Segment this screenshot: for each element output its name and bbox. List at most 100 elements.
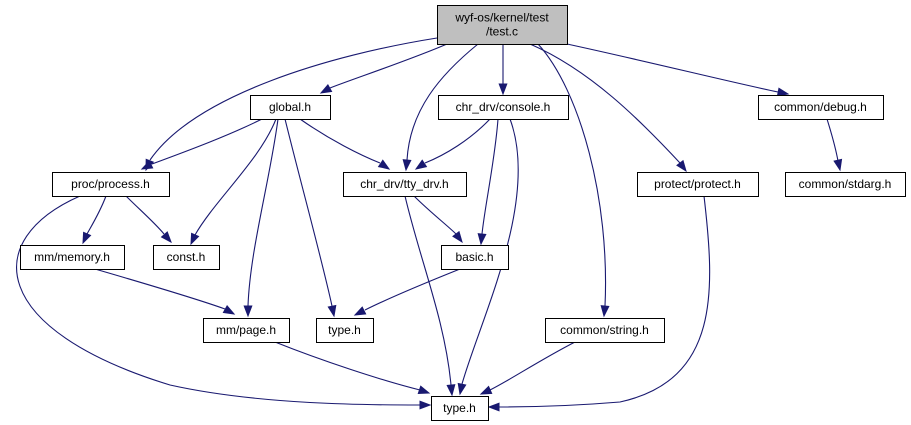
node-box — [438, 95, 569, 120]
edge-line — [404, 195, 452, 386]
node-debug[interactable]: common/debug.h — [758, 95, 884, 120]
edge-root-to-console — [498, 44, 508, 96]
edge-line — [826, 118, 839, 162]
node-label: common/stdarg.h — [799, 177, 892, 191]
edge-line — [194, 118, 277, 236]
arrowhead-icon — [377, 159, 391, 170]
node-label: chr_drv/tty_drv.h — [360, 177, 448, 191]
arrowhead-icon — [82, 231, 92, 245]
arrowhead-icon — [446, 384, 456, 397]
arrowhead-icon — [417, 385, 431, 394]
arrowhead-icon — [319, 83, 333, 94]
arrowhead-icon — [419, 400, 432, 410]
node-label: mm/page.h — [216, 323, 276, 337]
arrowhead-icon — [833, 158, 843, 172]
node-string[interactable]: common/string.h — [545, 318, 665, 343]
node-label: protect/protect.h — [654, 177, 741, 191]
edge-line — [274, 341, 421, 391]
node-label: const.h — [167, 250, 206, 264]
node-label: common/debug.h — [774, 100, 867, 114]
edge-memory-to-page — [94, 268, 236, 315]
node-label: type.h — [443, 401, 476, 415]
edge-line — [481, 118, 499, 235]
node-box — [637, 172, 759, 197]
node-box — [441, 245, 509, 270]
edge-line — [16, 195, 421, 406]
arrowhead-icon — [487, 402, 500, 412]
edge-global-to-process — [140, 118, 263, 170]
arrowhead-icon — [452, 230, 463, 244]
node-label: mm/memory.h — [34, 250, 110, 264]
node-label: /test.c — [486, 25, 518, 39]
node-layer: wyf-os/kernel/test/test.c global.h chr_drv… — [20, 5, 906, 421]
node-label: basic.h — [455, 250, 493, 264]
edge-protect-to-typeB — [487, 195, 711, 412]
edge-root-to-string — [537, 43, 610, 318]
node-label: common/string.h — [560, 323, 649, 337]
node-root[interactable]: wyf-os/kernel/test/test.c — [437, 5, 568, 45]
edge-line — [247, 118, 279, 307]
node-stdarg[interactable]: common/stdarg.h — [785, 172, 906, 197]
node-process[interactable]: proc/process.h — [52, 172, 170, 197]
edge-console-to-tty — [414, 118, 491, 170]
edge-global-to-const — [190, 118, 277, 246]
edge-line — [489, 341, 576, 391]
node-box — [437, 5, 568, 45]
node-label: global.h — [269, 100, 311, 114]
node-const[interactable]: const.h — [153, 245, 220, 270]
arrowhead-icon — [776, 87, 790, 97]
edge-string-to-typeB — [479, 341, 576, 395]
edge-line — [364, 268, 461, 311]
edge-line — [299, 118, 381, 164]
node-box — [153, 245, 220, 270]
edge-page-to-typeB — [274, 341, 431, 394]
edge-root-to-debug — [566, 43, 790, 97]
node-label: wyf-os/kernel/test — [454, 11, 549, 25]
edge-line — [424, 118, 491, 164]
node-page[interactable]: mm/page.h — [203, 318, 290, 343]
node-typeA[interactable]: type.h — [316, 318, 374, 343]
edge-debug-to-stdarg — [826, 118, 843, 172]
arrowhead-icon — [222, 304, 236, 315]
edge-process-to-memory — [82, 195, 107, 245]
node-box — [785, 172, 906, 197]
arrowhead-icon — [676, 159, 687, 173]
edge-line — [406, 43, 479, 161]
edge-line — [529, 43, 681, 164]
node-basic[interactable]: basic.h — [441, 245, 509, 270]
node-label: chr_drv/console.h — [456, 100, 551, 114]
edge-global-to-tty — [299, 118, 391, 170]
node-box — [545, 318, 665, 343]
node-box — [758, 95, 884, 120]
node-console[interactable]: chr_drv/console.h — [438, 95, 569, 120]
node-box — [316, 318, 374, 343]
node-box — [52, 172, 170, 197]
arrowhead-icon — [457, 382, 467, 396]
arrowhead-icon — [600, 305, 610, 318]
edge-line — [149, 37, 438, 161]
edge-line — [413, 195, 457, 235]
edge-line — [151, 118, 263, 165]
arrowhead-icon — [243, 305, 253, 318]
arrowhead-icon — [190, 232, 200, 246]
node-box — [431, 396, 489, 421]
arrowhead-icon — [477, 233, 487, 246]
edge-line — [329, 43, 448, 89]
arrowhead-icon — [479, 385, 493, 395]
edge-tty-to-basic — [413, 195, 463, 244]
node-box — [343, 172, 467, 197]
node-box — [20, 245, 125, 270]
node-box — [203, 318, 290, 343]
node-label: type.h — [328, 323, 361, 337]
node-tty[interactable]: chr_drv/tty_drv.h — [343, 172, 467, 197]
edge-line — [537, 43, 607, 307]
node-protect[interactable]: protect/protect.h — [637, 172, 759, 197]
edge-global-to-page — [243, 118, 279, 318]
edge-line — [94, 268, 226, 310]
node-global[interactable]: global.h — [250, 95, 331, 120]
edge-global-to-typeA — [284, 118, 337, 318]
edge-root-to-tty — [402, 43, 479, 172]
node-memory[interactable]: mm/memory.h — [20, 245, 125, 270]
edge-line — [498, 195, 711, 408]
